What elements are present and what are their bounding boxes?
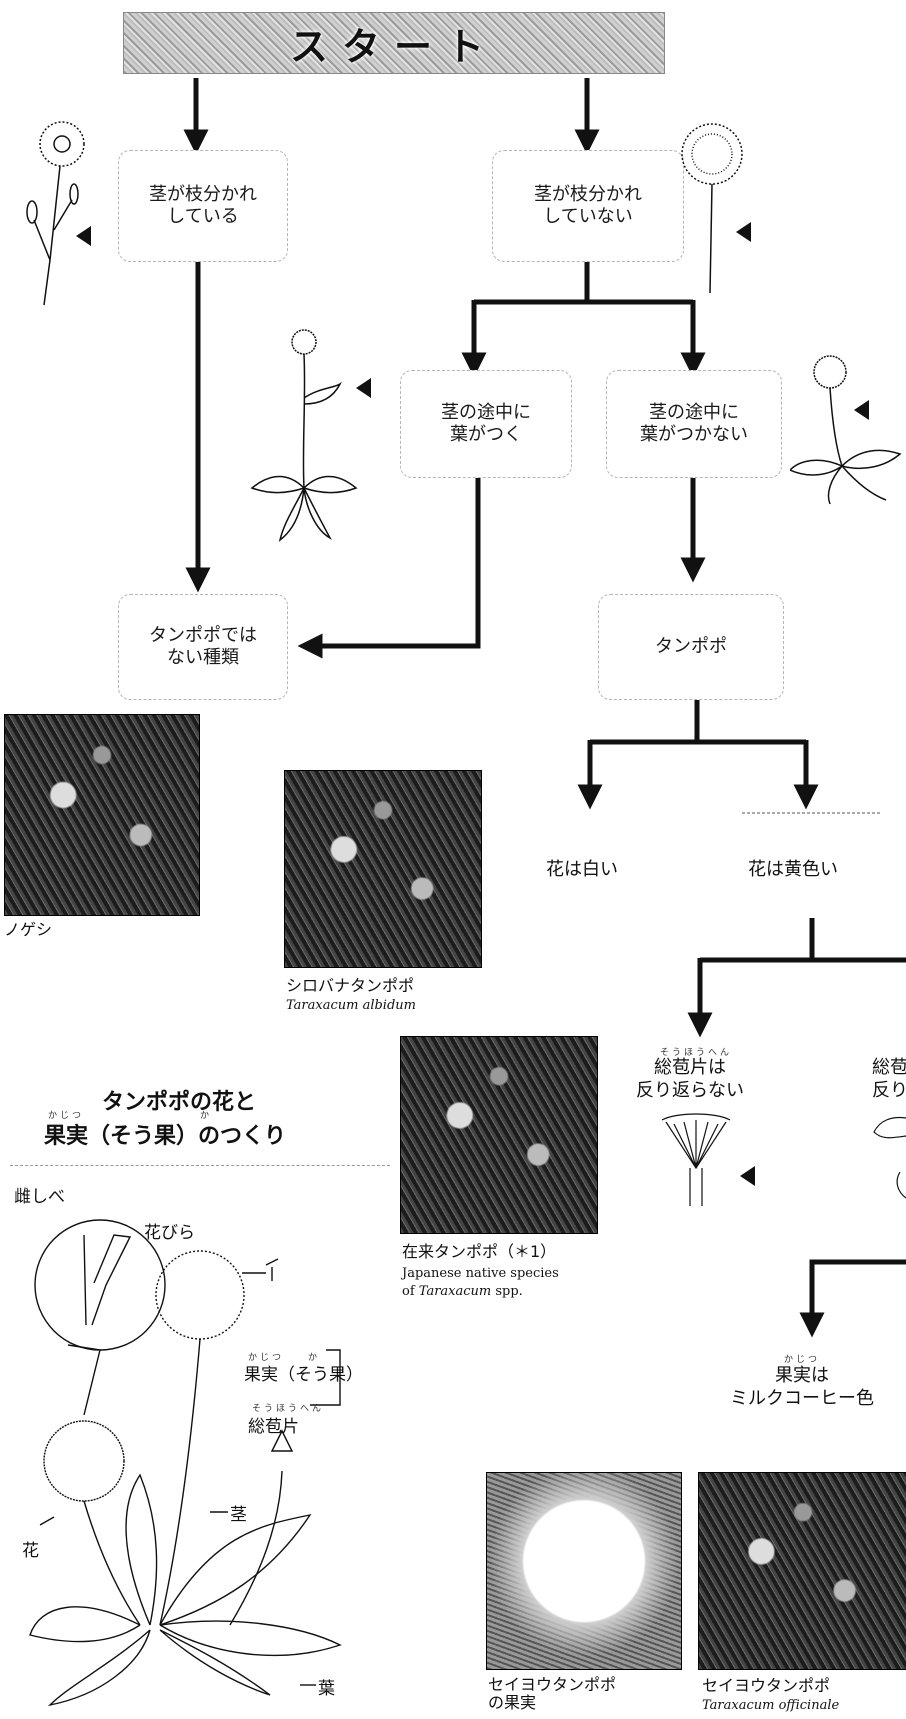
pointer-triangle-icon: [356, 378, 371, 398]
pointer-triangle-icon: [740, 1166, 755, 1186]
label-flower: 花: [22, 1541, 39, 1561]
caption-seiyou-fruit-line1: セイヨウタンポポ: [488, 1675, 617, 1694]
caption-native-en2: of Taraxacum spp.: [402, 1284, 523, 1301]
label-bracts-reflexed-line2: 反り: [872, 1080, 906, 1102]
photo-shirobana: [284, 770, 482, 968]
box-stem-unbranched-line1: 茎が枝分かれ: [534, 183, 642, 205]
box-no-leaf-on-stem: 茎の途中に 葉がつかない: [606, 370, 782, 478]
label-bracts-reflexed-line1: 総苞: [872, 1057, 906, 1078]
box-leaf-on-stem-line1: 茎の途中に: [441, 401, 531, 423]
caption-seiyou-fruit-line2: の果実: [488, 1693, 537, 1713]
label-bracts-reflexed-partial: 総苞 反り: [872, 1056, 906, 1103]
structure-title-line1: タンポポの花と: [102, 1090, 257, 1115]
label-fruit-color-line2: ミルクコーヒー色: [730, 1388, 874, 1410]
bracts-not-reflexed-illustration: [661, 1113, 731, 1206]
box-dandelion: タンポポ: [598, 594, 784, 700]
box-stem-unbranched-line2: していない: [543, 206, 633, 227]
box-stem-branched-line2: している: [167, 206, 239, 227]
box-stem-branched: 茎が枝分かれ している: [118, 150, 288, 262]
box-not-dandelion: タンポポでは ない種類: [118, 594, 288, 700]
ruby-ka: か: [200, 1111, 213, 1121]
box-no-leaf-on-stem-line1: 茎の途中に: [649, 401, 739, 423]
photo-seiyou-fruit: [486, 1472, 682, 1670]
caption-native-en2-italic: Taraxacum: [418, 1284, 492, 1299]
pointer-triangle-icon: [76, 226, 91, 246]
caption-shirobana: シロバナタンポポ: [286, 976, 415, 995]
start-banner: スタート: [123, 12, 665, 74]
photo-nogeshi: [4, 714, 200, 916]
ruby-kajitsu: かじつ: [48, 1111, 85, 1121]
ruby-bracts: そうほうへん: [660, 1048, 733, 1058]
ruby-fruit: かじつ: [784, 1355, 821, 1365]
pointer-triangle-icon: [854, 400, 869, 420]
box-no-leaf-on-stem-line2: 葉がつかない: [640, 424, 748, 445]
label-petal: 花びら: [144, 1223, 195, 1243]
structure-title-divider: [10, 1165, 390, 1166]
caption-native-en1: Japanese native species: [402, 1266, 559, 1281]
label-bract: 総苞片: [248, 1417, 299, 1437]
label-flower-yellow: 花は黄色い: [748, 859, 838, 880]
box-stem-unbranched: 茎が枝分かれ していない: [492, 150, 684, 262]
label-bracts-not-reflexed: 総苞片は 反り返らない: [636, 1056, 744, 1103]
latin-shirobana: Taraxacum albidum: [286, 998, 416, 1013]
box-leaf-on-stem: 茎の途中に 葉がつく: [400, 370, 572, 478]
label-fruit: 果実（そう果）: [244, 1365, 363, 1385]
start-label: スタート: [289, 24, 498, 69]
branched-plant-illustration: [26, 121, 85, 306]
photo-seiyou: [698, 1472, 906, 1670]
no-leaf-on-stem-plant-illustration: [790, 355, 902, 505]
label-stem: 茎: [230, 1505, 247, 1525]
unbranched-plant-illustration: [681, 123, 743, 294]
caption-shirobana-latin: Taraxacum albidum: [286, 998, 416, 1015]
caption-native: 在来タンポポ（＊1）: [402, 1242, 557, 1261]
label-leaf: 葉: [318, 1679, 335, 1699]
caption-seiyou-fruit: セイヨウタンポポ の果実: [488, 1675, 617, 1713]
label-fruit-color-line1: 果実は: [775, 1365, 829, 1386]
latin-seiyou: Taraxacum officinale: [702, 1698, 840, 1713]
box-not-dandelion-line1: タンポポでは: [149, 624, 257, 646]
box-leaf-on-stem-line2: 葉がつく: [450, 424, 522, 445]
label-flower-white: 花は白い: [546, 859, 618, 880]
label-pistil: 雌しべ: [14, 1187, 65, 1207]
ruby-structure-fruit: かじつ か: [248, 1353, 321, 1363]
label-fruit-color: 果実は ミルクコーヒー色: [730, 1364, 874, 1411]
bracts-reflexed-illustration: [873, 1116, 906, 1199]
label-bracts-not-reflexed-line2: 反り返らない: [636, 1080, 744, 1102]
caption-native-en2-suffix: spp.: [491, 1284, 523, 1299]
box-dandelion-label: タンポポ: [655, 635, 727, 657]
arrow-leaf-on-stem-to-not-dandelion: [297, 478, 481, 659]
photo-native: [400, 1036, 598, 1234]
box-not-dandelion-line2: ない種類: [167, 647, 239, 668]
ruby-structure-bract: そうほうへん: [252, 1404, 325, 1414]
structure-title-line2: 果実（そう果）のつくり: [44, 1124, 287, 1149]
caption-seiyou: セイヨウタンポポ: [702, 1676, 831, 1695]
box-stem-branched-line1: 茎が枝分かれ: [149, 183, 257, 205]
caption-native-en2-prefix: of: [402, 1284, 419, 1299]
label-bracts-not-reflexed-line1: 総苞片は: [654, 1057, 726, 1078]
pointer-triangle-icon: [736, 222, 751, 242]
dandelion-structure-illustration: [29, 1219, 342, 1707]
caption-seiyou-latin: Taraxacum officinale: [702, 1698, 839, 1715]
leaf-on-stem-plant-illustration: [250, 329, 358, 542]
caption-nogeshi: ノゲシ: [4, 920, 53, 939]
